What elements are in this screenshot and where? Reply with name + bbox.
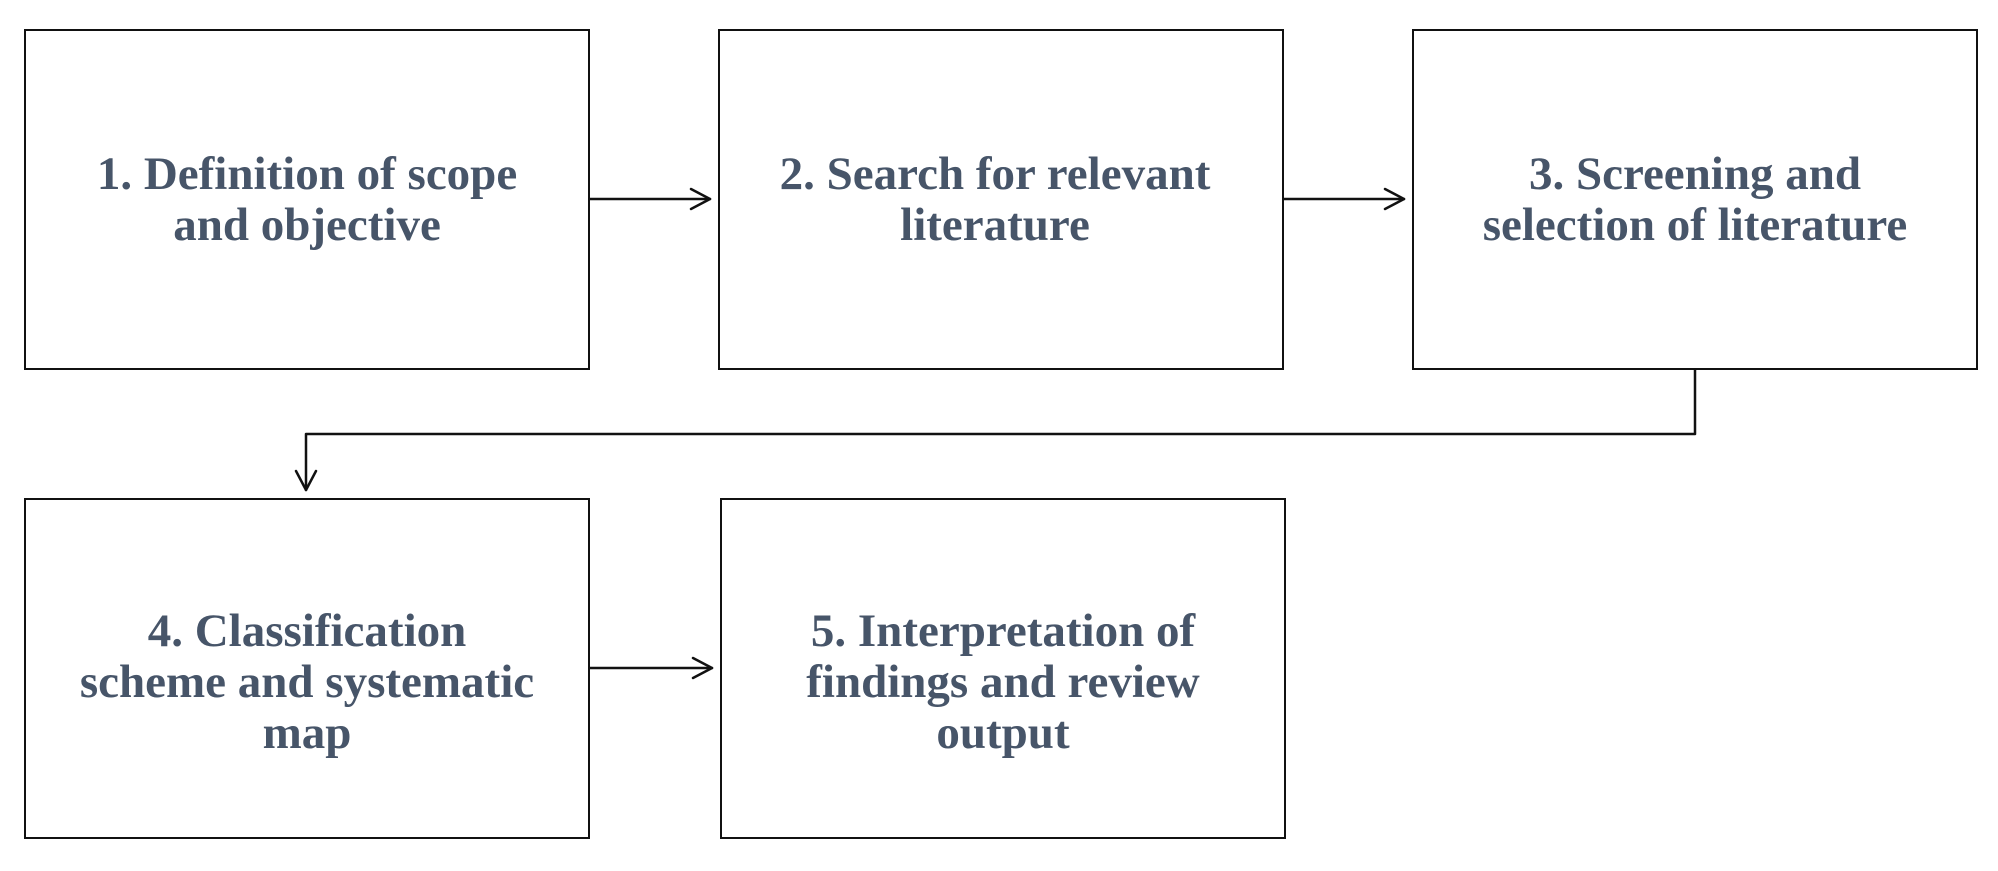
step-3-label: 3. Screening and selection of literature	[1482, 147, 1908, 251]
step-5-box: 5. Interpretation of findings and review…	[720, 498, 1286, 839]
arrow-2-to-3	[1282, 187, 1406, 211]
arrow-3-to-4	[294, 368, 1697, 492]
step-4-label: 4. Classification scheme and systematic …	[79, 605, 535, 759]
step-4-box: 4. Classification scheme and systematic …	[24, 498, 590, 839]
arrow-4-to-5	[588, 656, 714, 680]
arrow-1-to-2	[588, 187, 712, 211]
step-2-box: 2. Search for relevant literature	[718, 29, 1284, 370]
step-1-box: 1. Definition of scope and objective	[24, 29, 590, 370]
step-1-label: 1. Definition of scope and objective	[96, 147, 518, 251]
step-2-label: 2. Search for relevant literature	[779, 147, 1211, 251]
step-3-box: 3. Screening and selection of literature	[1412, 29, 1978, 370]
step-5-label: 5. Interpretation of findings and review…	[806, 605, 1200, 759]
